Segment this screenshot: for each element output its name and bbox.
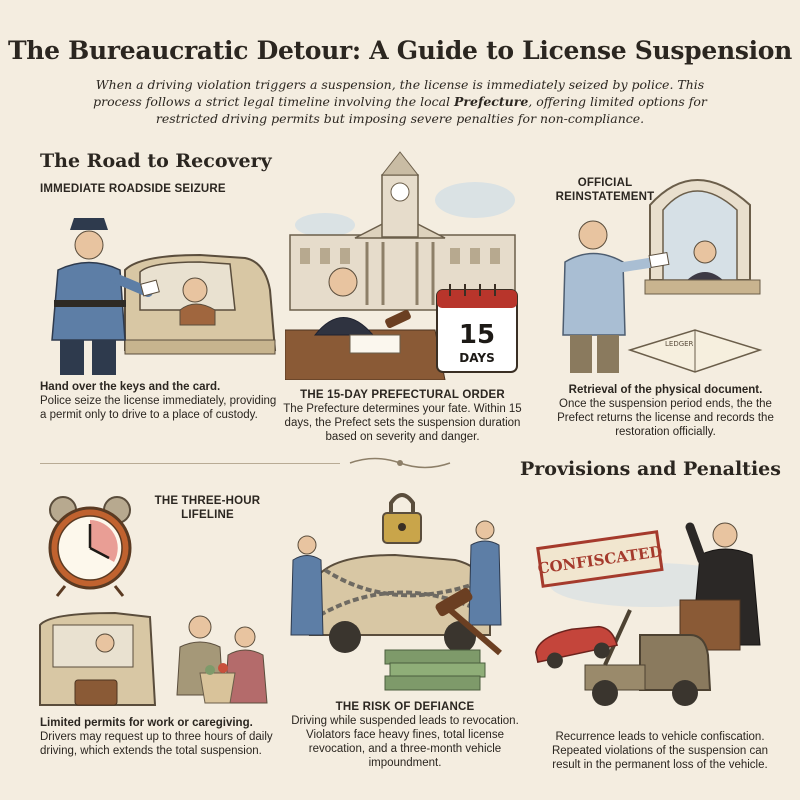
panel-label-roadside-seizure: IMMEDIATE ROADSIDE SEIZURE bbox=[40, 182, 226, 196]
panel-label-three-hour-lifeline: THE THREE-HOUR LIFELINE bbox=[140, 494, 275, 522]
reinstatement-illustration: LEDGER bbox=[545, 150, 775, 375]
prefecture-illustration: 15 DAYS bbox=[285, 140, 525, 380]
panel-label-prefectural-order: THE 15-DAY PREFECTURAL ORDER bbox=[280, 388, 525, 402]
roadside-seizure-illustration bbox=[30, 200, 280, 375]
calendar-unit: DAYS bbox=[459, 351, 494, 365]
caption-risk-of-defiance: THE RISK OF DEFIANCE Driving while suspe… bbox=[290, 700, 520, 770]
section-divider bbox=[40, 463, 340, 464]
panel-label-risk-of-defiance: THE RISK OF DEFIANCE bbox=[290, 700, 520, 714]
caption-three-hour-lifeline: Limited permits for work or caregiving. … bbox=[40, 716, 285, 758]
caption-prefectural-order: THE 15-DAY PREFECTURAL ORDER The Prefect… bbox=[280, 388, 525, 444]
confiscation-illustration: CONFISCATED bbox=[530, 505, 780, 710]
alarm-clock-icon bbox=[35, 490, 145, 600]
page-title: The Bureaucratic Detour: A Guide to Lice… bbox=[0, 36, 800, 65]
caption-roadside-seizure: Hand over the keys and the card. Police … bbox=[40, 380, 280, 422]
caregiving-illustration bbox=[35, 605, 275, 710]
ledger-label: LEDGER bbox=[665, 340, 694, 348]
intro-paragraph: When a driving violation triggers a susp… bbox=[70, 76, 730, 127]
cash-stack-icon bbox=[385, 650, 485, 690]
caption-confiscation: Recurrence leads to vehicle confiscation… bbox=[540, 730, 780, 772]
section-heading-road-to-recovery: The Road to Recovery bbox=[40, 150, 272, 172]
calendar-number: 15 bbox=[459, 320, 495, 350]
intro-emphasis: Prefecture bbox=[454, 94, 528, 109]
section-heading-provisions: Provisions and Penalties bbox=[520, 458, 781, 480]
divider-ornament bbox=[345, 454, 455, 472]
caption-reinstatement: Retrieval of the physical document. Once… bbox=[548, 383, 783, 439]
defiance-illustration bbox=[285, 485, 520, 695]
